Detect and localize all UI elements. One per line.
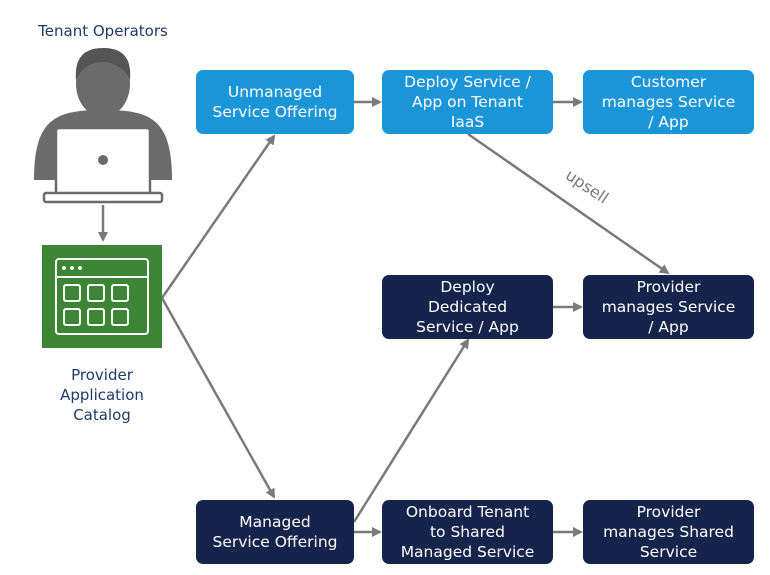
arrow-catalog-to-managed xyxy=(160,297,276,499)
provider-manages-shared-box: Provider manages Shared Service xyxy=(583,500,754,564)
provider-manages-service-box: Provider manages Service / App xyxy=(583,275,754,339)
arrow-catalog-to-unmanaged xyxy=(160,134,276,299)
tenant-operators-label: Tenant Operators xyxy=(38,22,168,40)
catalog-label: Provider Application Catalog xyxy=(60,366,144,424)
arrow-upsell xyxy=(467,132,670,275)
managed-service-offering-box: Managed Service Offering xyxy=(196,500,354,564)
customer-manages-box: Customer manages Service / App xyxy=(583,70,754,134)
onboard-tenant-box: Onboard Tenant to Shared Managed Service xyxy=(382,500,553,564)
unmanaged-service-offering-box: Unmanaged Service Offering xyxy=(196,70,354,134)
application-catalog-icon xyxy=(42,245,162,348)
deploy-tenant-iaas-box: Deploy Service / App on Tenant IaaS xyxy=(382,70,553,134)
deploy-dedicated-box: Deploy Dedicated Service / App xyxy=(382,275,553,339)
edge-label-upsell: upsell xyxy=(562,165,612,207)
person-with-laptop-icon xyxy=(34,48,172,204)
arrow-managed-to-dedicated xyxy=(352,338,470,523)
